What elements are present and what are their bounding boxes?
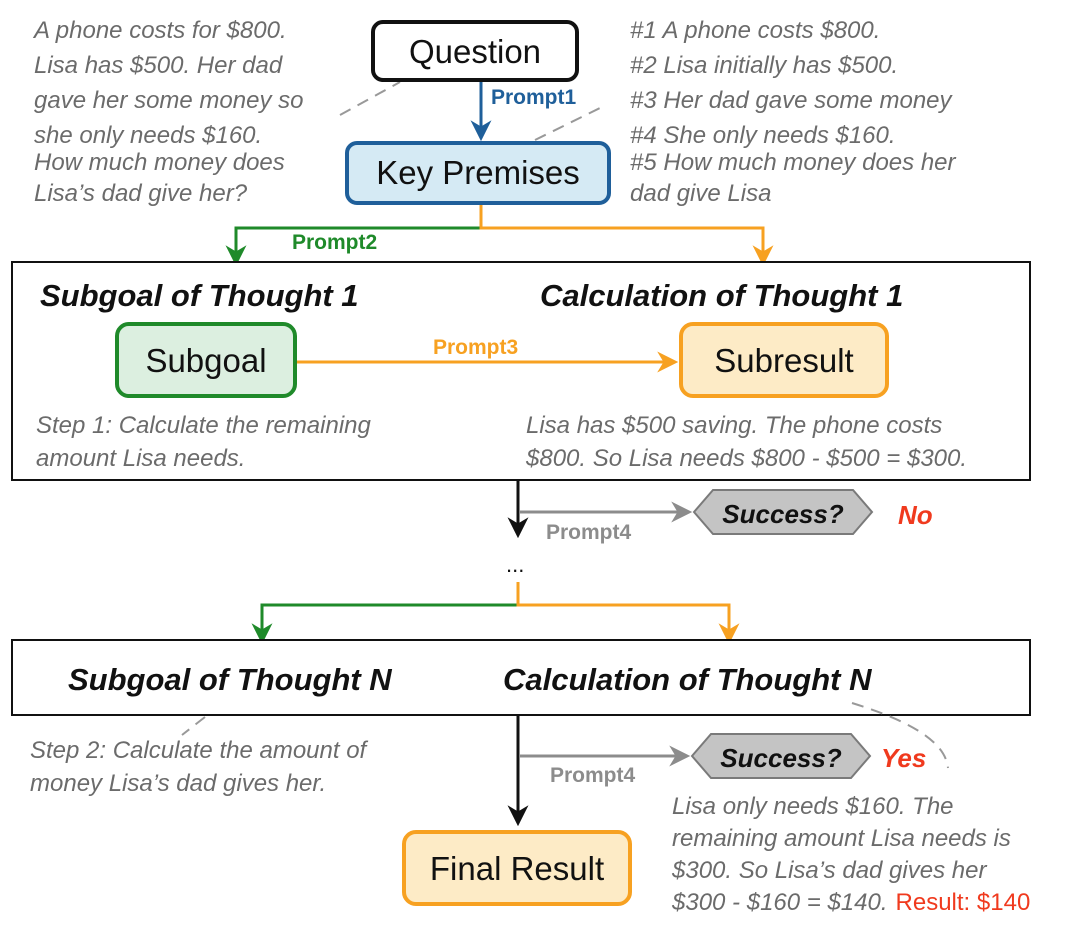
thought-n-arrow-calculation <box>516 582 740 645</box>
question-text-line: gave her some money so <box>34 87 303 114</box>
thought-n-calculation-heading: Calculation of Thought N <box>503 662 872 697</box>
prompt3-label: Prompt3 <box>433 336 518 359</box>
success-check-2: Success? <box>690 733 872 779</box>
question-text-connector <box>339 81 401 116</box>
prompt2-arrow-calculation <box>479 205 774 267</box>
question-node-box <box>371 20 579 82</box>
success-check-1-label: Success? <box>722 499 844 529</box>
premise-line: dad give Lisa <box>630 180 771 207</box>
answer-yes: Yes <box>881 743 926 773</box>
question-text-line: Lisa has $500. Her dad <box>34 52 283 79</box>
thought-n-step-connector <box>181 716 206 736</box>
thought-n-step-line: Step 2: Calculate the amount of <box>30 737 369 764</box>
key-premises-node: Key Premises <box>345 141 611 205</box>
success-check-1: Success? <box>692 489 874 535</box>
premise-line: #5 How much money does her <box>630 149 957 176</box>
premises-text-connector <box>534 107 601 141</box>
final-result-node: Final Result <box>402 830 632 906</box>
thought-n-calc-line: $300 - $160 = $140. Result: $140 <box>671 889 1030 916</box>
question-text-block: A phone costs for $800. Lisa has $500. H… <box>32 17 303 207</box>
thought-n-calc-line: Lisa only needs $160. The <box>672 793 954 820</box>
success-check-2-label: Success? <box>720 743 842 773</box>
question-node-label: Question <box>409 33 541 70</box>
key-premises-node-box <box>345 141 611 205</box>
thought-1-subgoal-heading: Subgoal of Thought 1 <box>40 278 359 313</box>
final-result-value: Result: $140 <box>896 889 1031 916</box>
thought-n-calc-line: $300. So Lisa’s dad gives her <box>671 857 987 884</box>
thought-1-step-line: Step 1: Calculate the remaining <box>36 412 372 439</box>
subgoal-node-box <box>115 322 297 398</box>
prompt1-label: Prompt1 <box>491 86 577 109</box>
thought-1-step-line: amount Lisa needs. <box>36 445 245 472</box>
prompt2-label: Prompt2 <box>292 231 377 254</box>
thought-n-calc-line: remaining amount Lisa needs is <box>672 825 1011 852</box>
thought-n-arrow-subgoal <box>251 582 520 645</box>
premise-line: #2 Lisa initially has $500. <box>630 52 898 79</box>
subgoal-node-label: Subgoal <box>145 342 266 379</box>
question-text-line: Lisa’s dad give her? <box>34 180 248 207</box>
success-check-2-shape <box>690 733 872 779</box>
premise-line: #3 Her dad gave some money <box>630 87 954 114</box>
subresult-node-box <box>679 322 889 398</box>
ellipsis: ... <box>506 552 524 577</box>
subresult-node: Subresult <box>679 322 889 398</box>
final-result-node-label: Final Result <box>430 850 604 887</box>
success-check-1-shape <box>692 489 874 535</box>
answer-no: No <box>898 500 933 530</box>
prompt4-label-1: Prompt4 <box>546 521 632 544</box>
question-text-line: How much money does <box>34 149 285 176</box>
thought-n-calc-equation: $300 - $160 = $140. <box>671 889 888 916</box>
subresult-node-label: Subresult <box>714 342 853 379</box>
key-premises-node-label: Key Premises <box>376 154 580 191</box>
premise-line: #4 She only needs $160. <box>630 122 896 149</box>
thought-1-calculation-heading: Calculation of Thought 1 <box>540 278 903 313</box>
thought-n-subgoal-heading: Subgoal of Thought N <box>68 662 392 697</box>
thought-n-calc-connector <box>851 702 949 769</box>
question-text-line: A phone costs for $800. <box>32 17 287 44</box>
question-node: Question <box>371 20 579 82</box>
subgoal-node: Subgoal <box>115 322 297 398</box>
thought-n-panel <box>11 639 1031 716</box>
thought-1-calc-line: $800. So Lisa needs $800 - $500 = $300. <box>525 445 967 472</box>
premise-line: #1 A phone costs $800. <box>630 17 880 44</box>
final-result-node-box <box>402 830 632 906</box>
thought-1-calc-line: Lisa has $500 saving. The phone costs <box>526 412 942 439</box>
thought-n-step-line: money Lisa’s dad gives her. <box>30 770 326 797</box>
prompt4-label-2: Prompt4 <box>550 764 636 787</box>
premises-text-block: #1 A phone costs $800. #2 Lisa initially… <box>630 17 957 207</box>
question-text-line: she only needs $160. <box>34 122 262 149</box>
